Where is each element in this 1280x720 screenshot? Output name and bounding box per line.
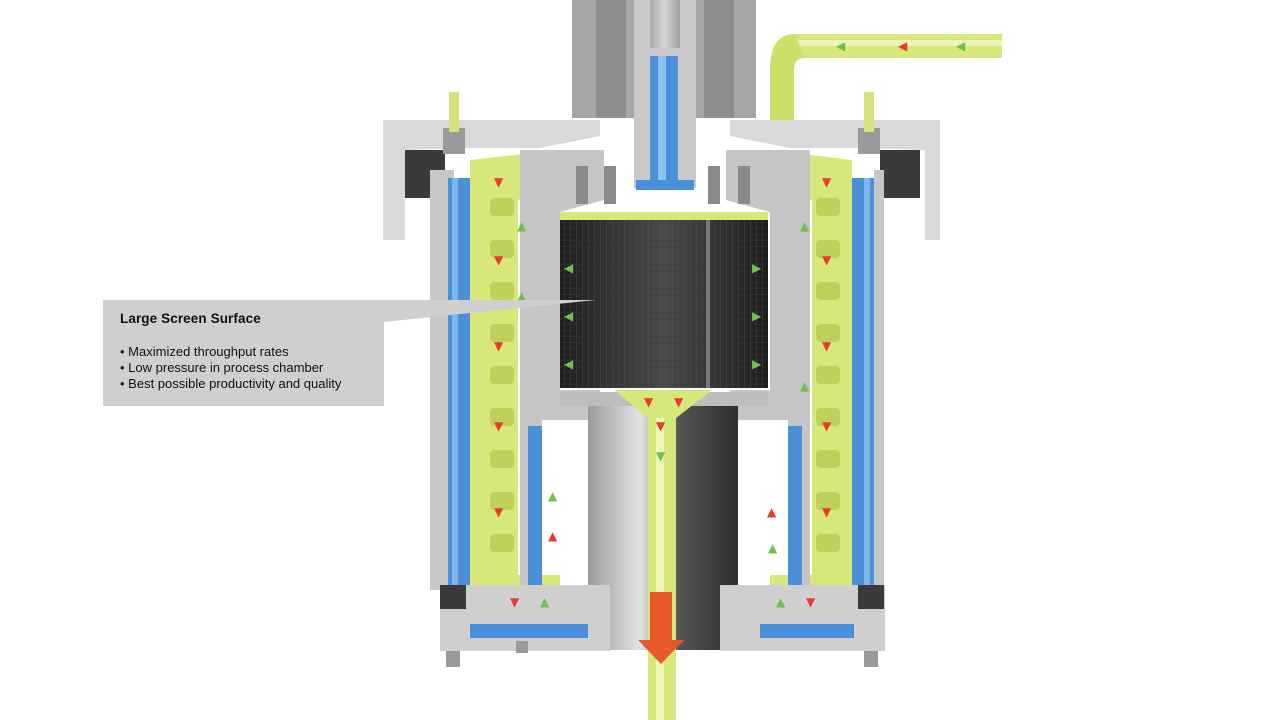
svg-text:▼: ▼: [656, 419, 666, 433]
housing-right-wall: [874, 170, 884, 590]
callout-bullet-list: Maximized throughput rates Low pressure …: [120, 344, 368, 392]
svg-text:▼: ▼: [494, 253, 504, 267]
callout-bullet: Low pressure in process chamber: [120, 360, 368, 376]
svg-text:▼: ▼: [822, 419, 832, 433]
svg-text:▲: ▲: [767, 505, 777, 519]
svg-text:▼: ▼: [822, 253, 832, 267]
svg-text:▲: ▲: [776, 595, 786, 609]
svg-text:▲: ▲: [768, 541, 778, 555]
cooling-jacket-right: [852, 178, 874, 590]
svg-text:▲: ▲: [800, 379, 810, 393]
svg-text:▶: ▶: [752, 261, 762, 275]
svg-text:◀: ◀: [564, 261, 574, 275]
svg-text:▼: ▼: [822, 339, 832, 353]
drive-housing: [572, 0, 756, 188]
svg-text:▲: ▲: [540, 595, 550, 609]
channel-ribs: [490, 198, 840, 552]
svg-text:▶: ▶: [752, 309, 762, 323]
svg-text:▲: ▲: [548, 489, 558, 503]
svg-text:◀: ◀: [564, 309, 574, 323]
callout-bullet: Maximized throughput rates: [120, 344, 368, 360]
svg-text:▼: ▼: [674, 395, 684, 409]
svg-text:▼: ▼: [494, 419, 504, 433]
svg-text:▼: ▼: [494, 339, 504, 353]
callout-pointer: [384, 300, 596, 322]
flow-arrows: ▼ ▼ ▼ ▼ ▼ ▲ ▲ ▲ ▲ ▼ ▼ ▼ ▼ ▼ ▲ ▲ ▲ ▲ ◀ ◀ …: [494, 175, 832, 609]
svg-text:▼: ▼: [510, 595, 520, 609]
bottom-plate: [440, 585, 885, 667]
svg-text:▲: ▲: [517, 219, 527, 233]
inlet-pipe: ◀ ◀ ◀: [770, 34, 1002, 120]
svg-text:▼: ▼: [806, 595, 816, 609]
feature-callout: Large Screen Surface Maximized throughpu…: [103, 300, 384, 406]
svg-text:◀: ◀: [898, 39, 908, 53]
svg-text:◀: ◀: [564, 357, 574, 371]
svg-text:▲: ▲: [800, 219, 810, 233]
svg-text:▲: ▲: [517, 289, 527, 303]
svg-text:◀: ◀: [956, 39, 966, 53]
top-flange: [383, 92, 940, 240]
outlet-pipe: [614, 390, 712, 720]
svg-text:▼: ▼: [494, 505, 504, 519]
cooling-jacket-left: [448, 178, 470, 590]
svg-text:▼: ▼: [644, 395, 654, 409]
svg-text:▼: ▼: [494, 175, 504, 189]
callout-title: Large Screen Surface: [120, 311, 261, 326]
svg-text:▶: ▶: [752, 357, 762, 371]
svg-text:▼: ▼: [656, 449, 666, 463]
svg-text:▼: ▼: [822, 175, 832, 189]
drum-bolts: [576, 166, 750, 204]
screen-drum: [560, 212, 768, 388]
callout-bullet: Best possible productivity and quality: [120, 376, 368, 392]
svg-text:▲: ▲: [548, 529, 558, 543]
svg-text:◀: ◀: [836, 39, 846, 53]
svg-text:▼: ▼: [822, 505, 832, 519]
